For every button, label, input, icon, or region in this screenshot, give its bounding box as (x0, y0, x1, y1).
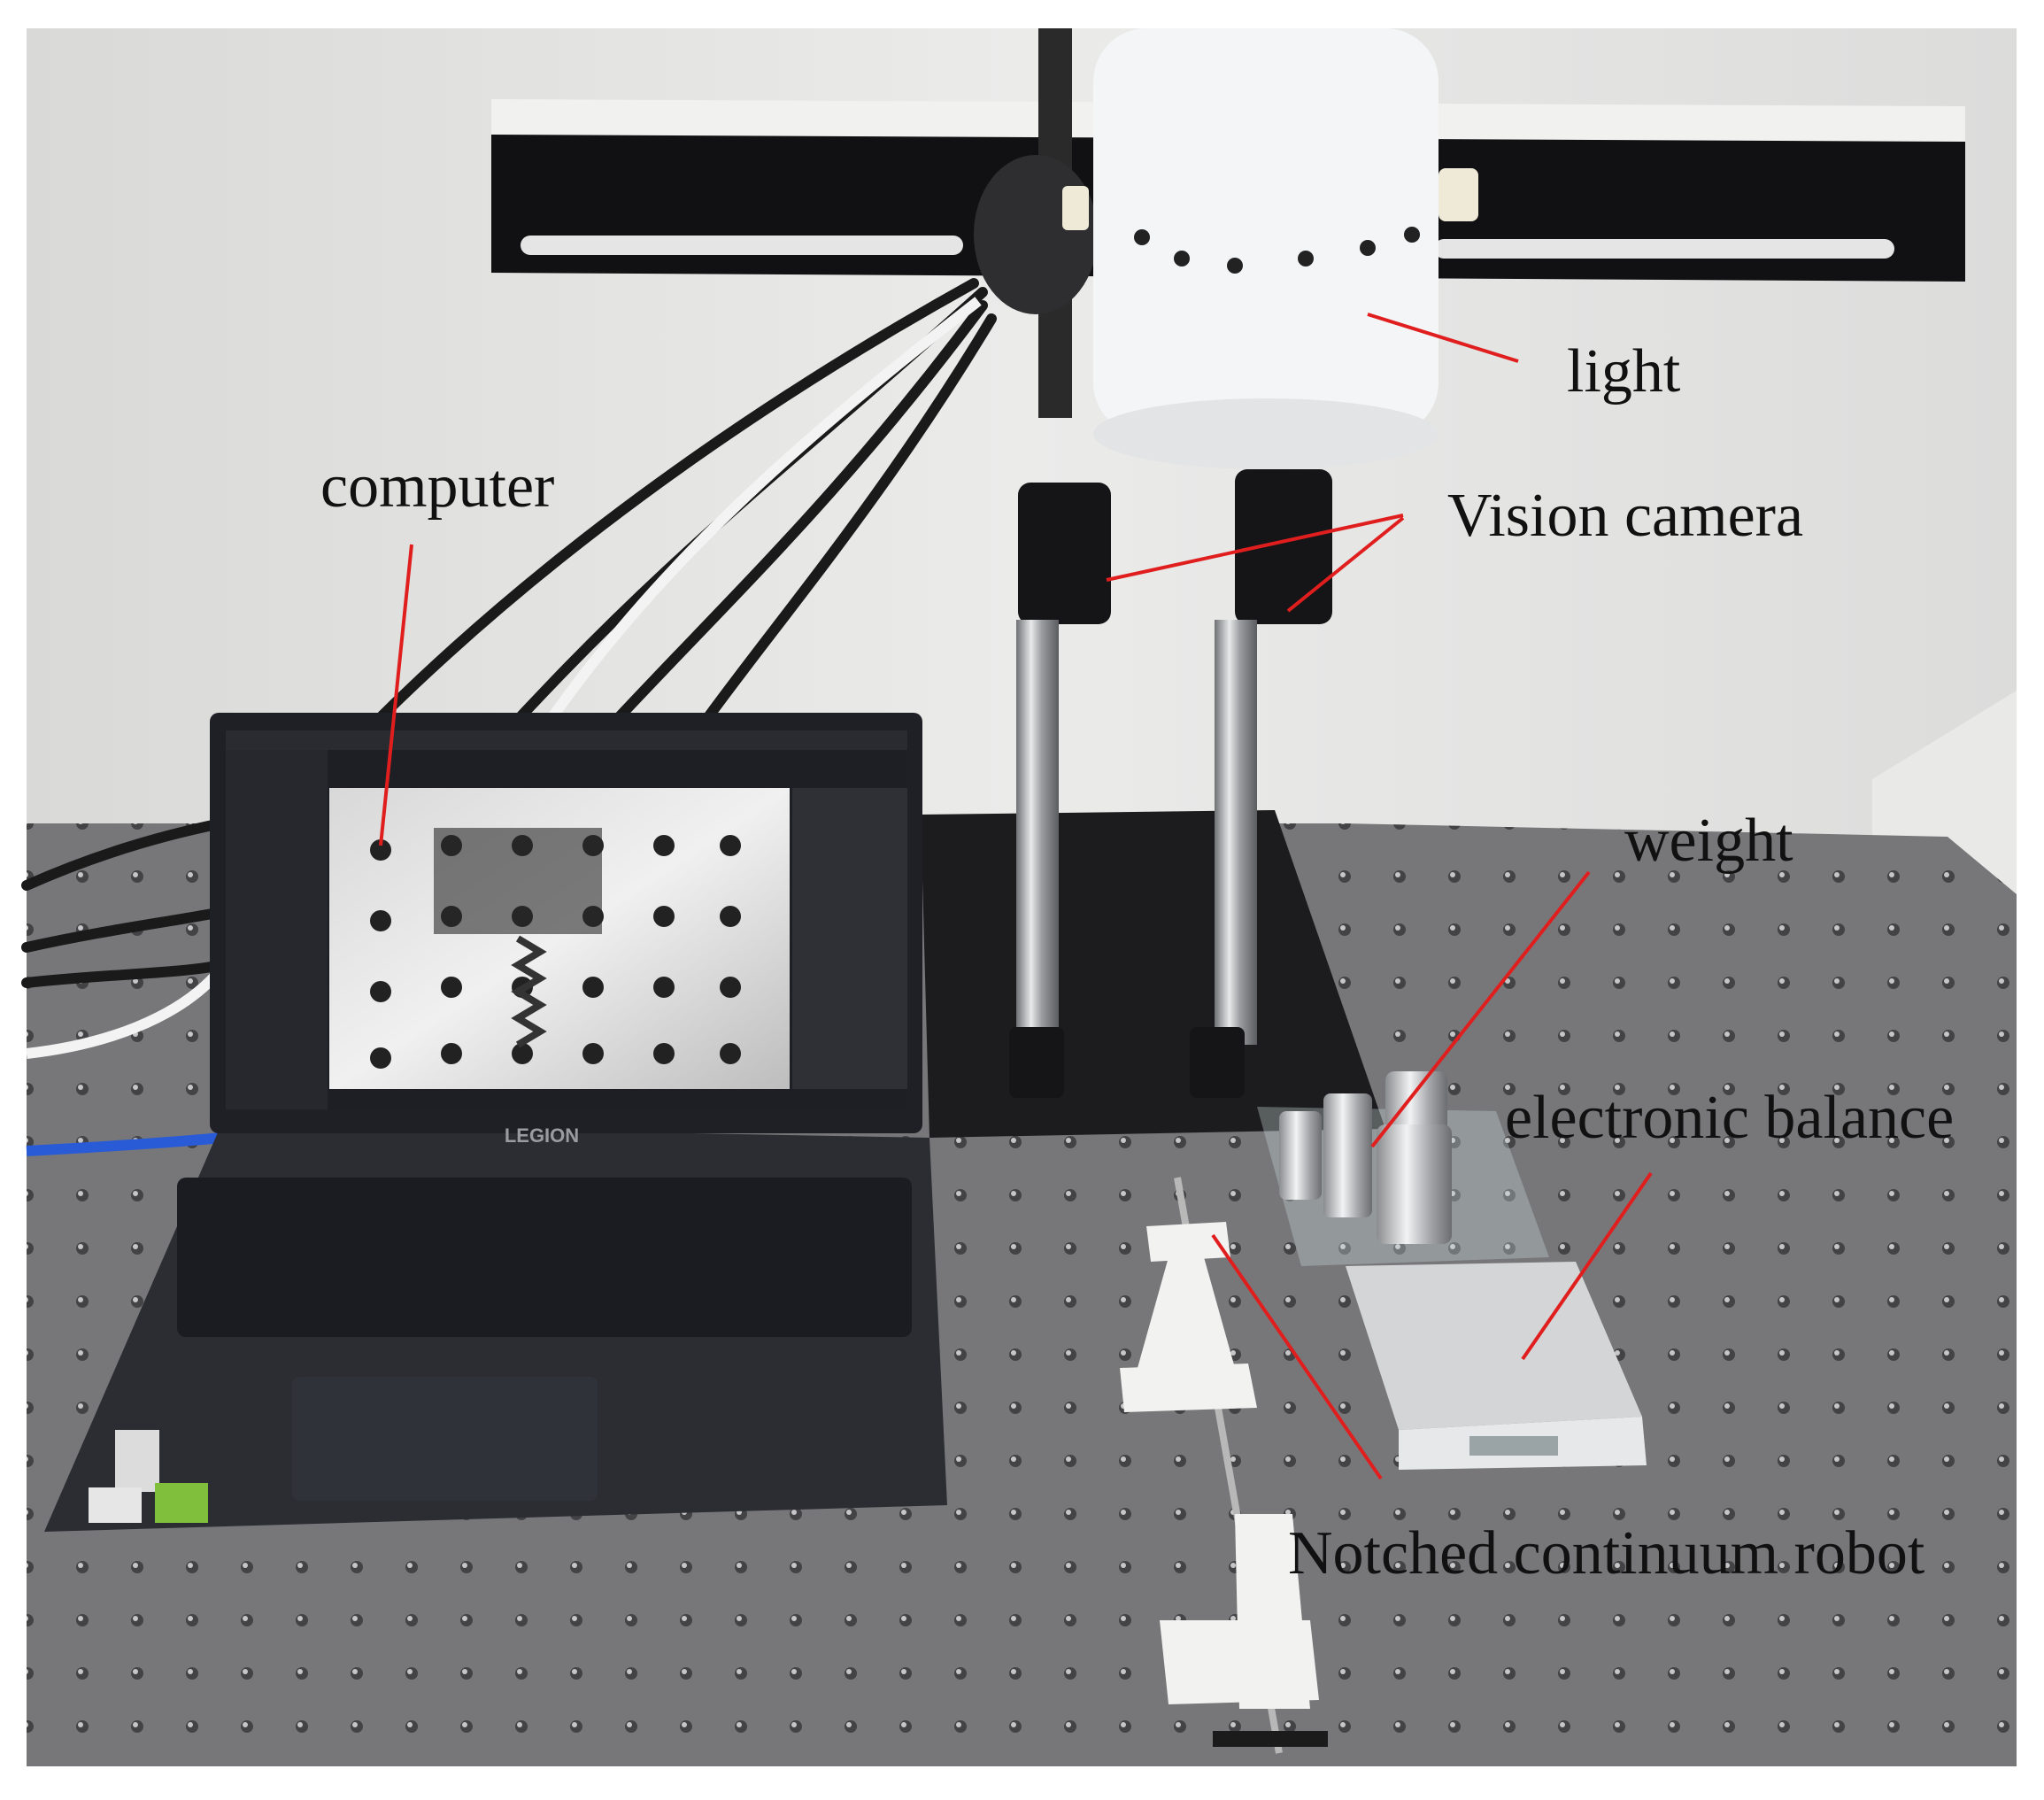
pointer-camera-right (1286, 516, 1405, 613)
laptop-brand: LEGION (505, 1124, 579, 1147)
pointer-balance (1521, 1171, 1653, 1361)
laptop (44, 713, 947, 1532)
white-cable (536, 297, 982, 738)
label-vision-camera: Vision camera (1447, 482, 1804, 550)
ring-light (1062, 28, 1478, 469)
label-computer: computer (320, 452, 555, 521)
stand-rod-right (1215, 620, 1257, 1045)
blue-cable (26, 1132, 222, 1156)
pointer-computer (379, 544, 413, 846)
label-electronic-balance: electronic balance (1505, 1084, 1955, 1152)
electronic-balance (1346, 1262, 1647, 1470)
weights (1257, 1071, 1549, 1266)
camera-left (1018, 483, 1111, 624)
pointer-robot (1211, 1233, 1383, 1480)
stand-rod-left (1016, 620, 1059, 1045)
white-cable-left (26, 970, 221, 1059)
label-light: light (1567, 337, 1681, 406)
annotation-lines (379, 313, 1653, 1480)
pointer-light (1367, 313, 1519, 363)
mount-disc (974, 155, 1098, 314)
robot-rig (1120, 1177, 1328, 1754)
pointer-camera-left (1106, 514, 1404, 582)
pointer-weight (1370, 870, 1591, 1148)
label-notched-continuum-robot: Notched continuum robot (1288, 1519, 1925, 1588)
label-weight: weight (1624, 807, 1793, 875)
camera-right (1235, 469, 1332, 624)
